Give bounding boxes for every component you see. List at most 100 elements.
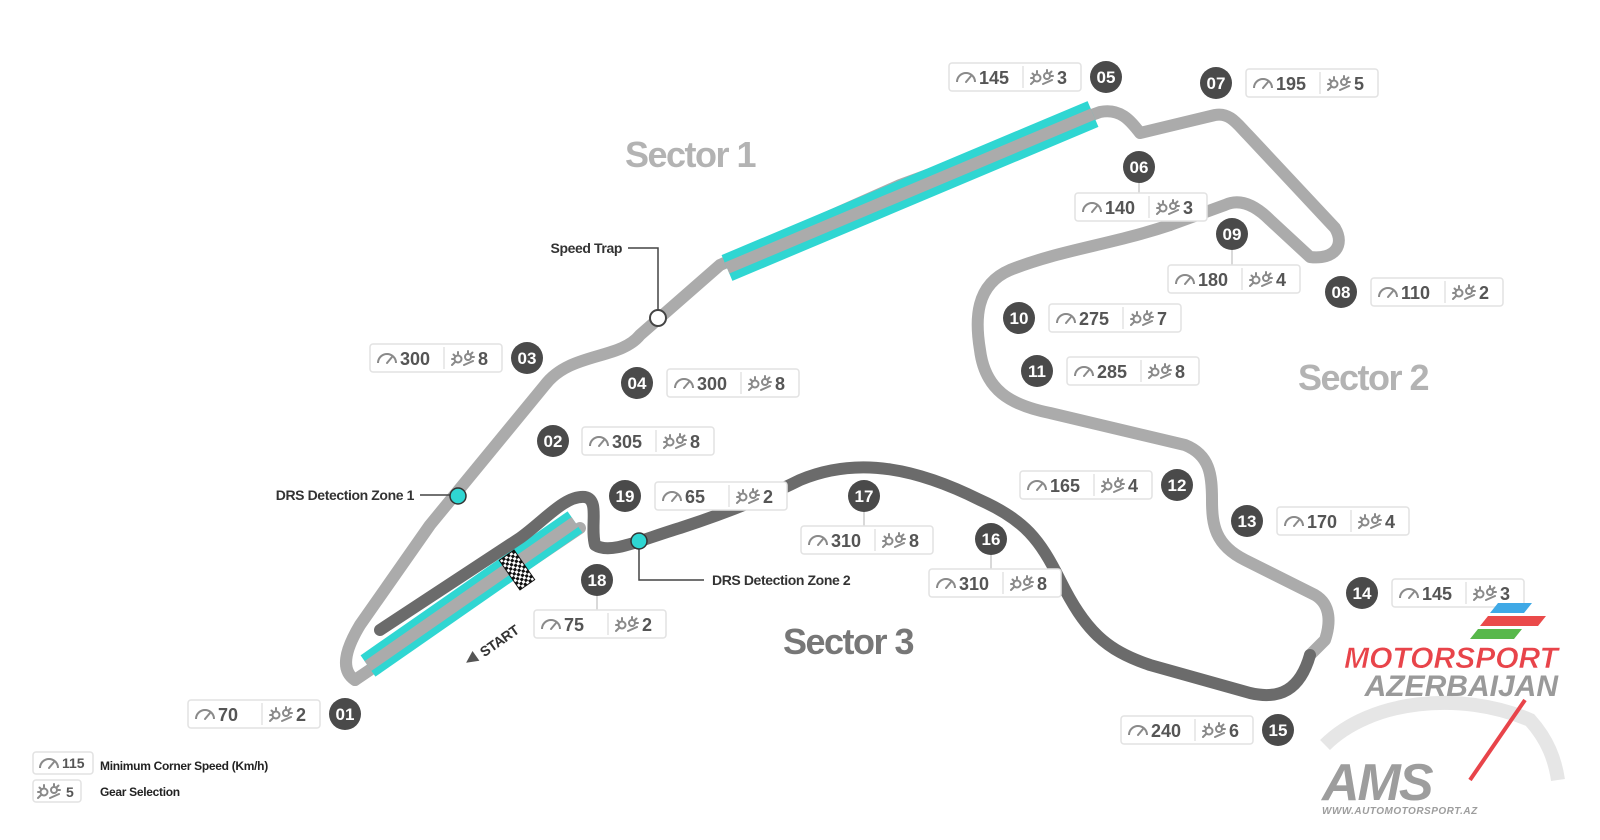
watermark: MOTORSPORT AZERBAIJAN AMS WWW.AUTOMOTORS… xyxy=(1320,603,1565,817)
track-sector-1 xyxy=(339,105,1345,686)
turn-min-speed: 70 xyxy=(218,705,238,725)
legend: 115 Minimum Corner Speed (Km/h) 5 Gear S… xyxy=(32,751,269,803)
turn-number: 09 xyxy=(1223,225,1242,244)
turn-gear: 2 xyxy=(763,487,773,507)
turn-min-speed: 300 xyxy=(697,374,727,394)
turn-badge xyxy=(329,698,361,730)
turn-badge xyxy=(1123,151,1155,183)
legend-gear-example: 5 xyxy=(66,784,74,800)
turn-gear: 6 xyxy=(1229,721,1239,741)
turn-min-speed: 275 xyxy=(1079,309,1109,329)
turn-badge xyxy=(1346,577,1378,609)
turn-min-speed: 165 xyxy=(1050,476,1080,496)
turn-number: 19 xyxy=(616,487,635,506)
turn-min-speed: 310 xyxy=(959,574,989,594)
legend-speed-box xyxy=(32,751,94,775)
drs-detection-1-label: DRS Detection Zone 1 xyxy=(276,487,415,503)
watermark-arc xyxy=(1320,695,1565,782)
turn-number: 11 xyxy=(1028,362,1046,381)
turn-badge xyxy=(1231,505,1263,537)
turn-badge xyxy=(848,480,880,512)
turn-min-speed: 145 xyxy=(979,68,1009,88)
turn-number: 17 xyxy=(855,487,874,506)
watermark-logo: AMS xyxy=(1320,754,1434,812)
turn-number: 02 xyxy=(544,432,563,451)
turn-min-speed: 195 xyxy=(1276,74,1306,94)
speed-trap-marker xyxy=(649,309,667,327)
speed-trap-leader xyxy=(628,247,659,318)
turn-04: 300 8 04 xyxy=(621,367,800,399)
turn-gear: 8 xyxy=(775,374,785,394)
turn-badge xyxy=(1216,218,1248,250)
turn-gear: 8 xyxy=(1037,574,1047,594)
turn-07: 195 5 07 xyxy=(1200,67,1379,99)
turn-gear: 2 xyxy=(1479,283,1489,303)
track-sector-2 xyxy=(971,219,1335,661)
turn-min-speed: 145 xyxy=(1422,584,1452,604)
turn-badge xyxy=(1200,67,1232,99)
turn-badge xyxy=(1161,469,1193,501)
turn-min-speed: 140 xyxy=(1105,198,1135,218)
turn-gear: 5 xyxy=(1354,74,1364,94)
start-label: START xyxy=(466,621,522,663)
turn-min-speed: 240 xyxy=(1151,721,1181,741)
turn-badge xyxy=(1325,276,1357,308)
turn-number: 16 xyxy=(982,530,1001,549)
turn-badge xyxy=(1003,302,1035,334)
turn-badge xyxy=(1090,61,1122,93)
turn-number: 08 xyxy=(1332,283,1351,302)
turn-gear: 4 xyxy=(1128,476,1138,496)
turn-number: 04 xyxy=(628,374,647,393)
turn-min-speed: 305 xyxy=(612,432,642,452)
legend-speed-label: Minimum Corner Speed (Km/h) xyxy=(100,759,268,773)
turn-gear: 8 xyxy=(478,349,488,369)
turn-gear: 2 xyxy=(642,615,652,635)
turn-min-speed: 65 xyxy=(685,487,705,507)
turn-badge xyxy=(609,480,641,512)
turn-gear: 3 xyxy=(1183,198,1193,218)
watermark-needle xyxy=(1468,698,1527,782)
start-arrow-icon xyxy=(466,650,480,663)
turn-min-speed: 285 xyxy=(1097,362,1127,382)
turn-number: 18 xyxy=(588,571,607,590)
legend-speed-example: 115 xyxy=(62,755,85,771)
turn-badge xyxy=(621,367,653,399)
turn-06: 140 3 06 xyxy=(1074,151,1208,222)
turn-gear: 4 xyxy=(1276,270,1286,290)
drs-detection-2-leader xyxy=(638,541,704,581)
drs-detection-2-label: DRS Detection Zone 2 xyxy=(712,572,851,588)
checkered-flag-icon xyxy=(498,549,536,591)
turn-gear: 3 xyxy=(1500,584,1510,604)
turn-number: 07 xyxy=(1207,74,1226,93)
turn-number: 03 xyxy=(518,349,537,368)
turn-gear: 8 xyxy=(909,531,919,551)
speed-trap-label: Speed Trap xyxy=(551,240,622,256)
turn-19: 65 2 19 xyxy=(609,480,788,512)
turn-badge xyxy=(537,425,569,457)
turn-min-speed: 180 xyxy=(1198,270,1228,290)
turn-min-speed: 170 xyxy=(1307,512,1337,532)
turn-badge xyxy=(1262,714,1294,746)
turn-gear: 7 xyxy=(1157,309,1167,329)
turn-number: 05 xyxy=(1097,68,1116,87)
track xyxy=(339,101,1345,702)
azerbaijan-flag-stripes xyxy=(1470,603,1546,639)
sector-2-label: Sector 2 xyxy=(1298,357,1429,398)
turn-badge xyxy=(1021,355,1053,387)
legend-gear-label: Gear Selection xyxy=(100,785,180,799)
turn-number: 06 xyxy=(1130,158,1149,177)
drs-detection-1-marker xyxy=(449,487,467,505)
